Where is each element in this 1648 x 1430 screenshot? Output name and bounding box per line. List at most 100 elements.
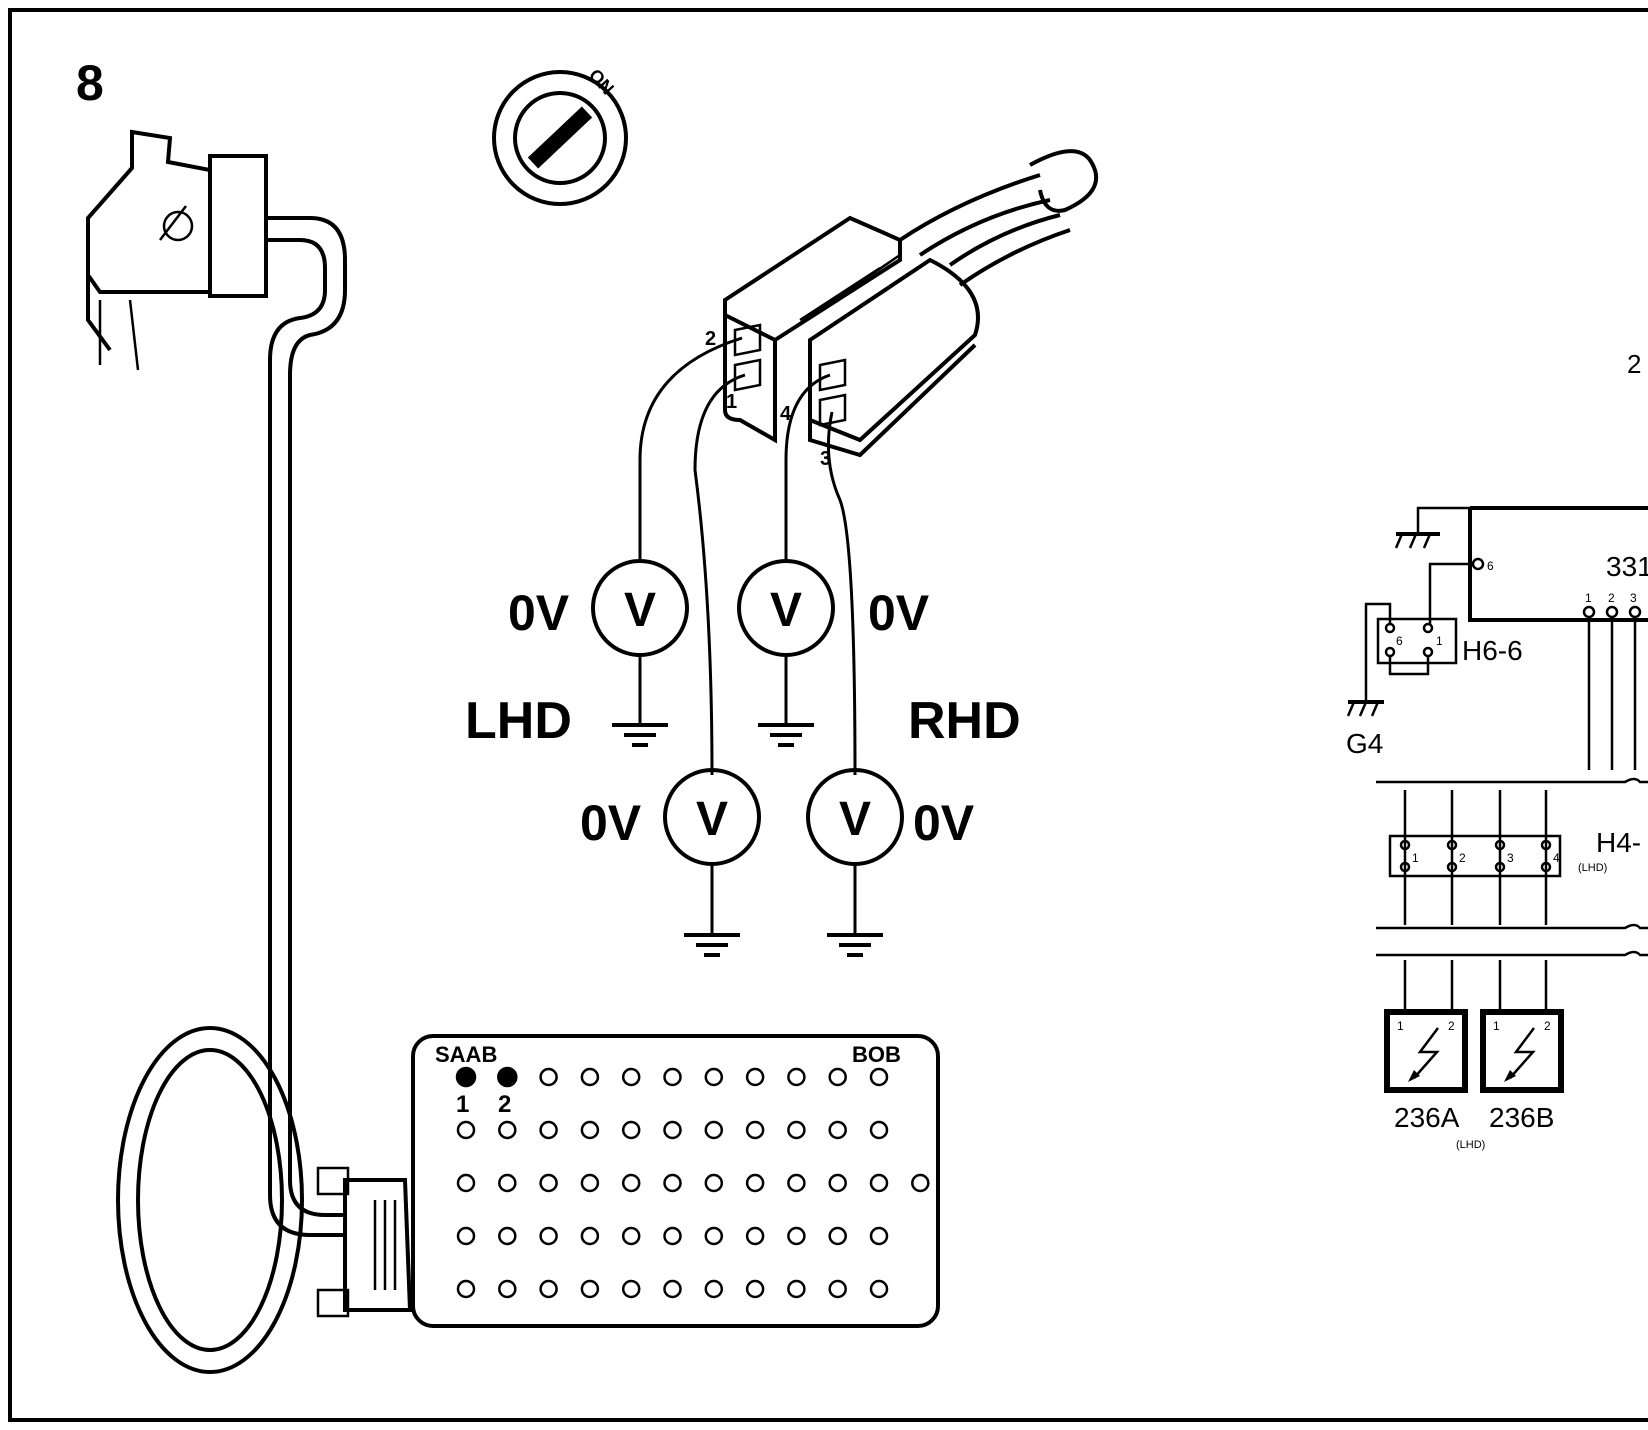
wiring-schematic: 2 331 6 1 2 3 6 1 H6-6 <box>1346 349 1648 1151</box>
test-cable-connector <box>86 129 268 371</box>
bob-pin-hole <box>828 1279 847 1299</box>
probe-wire-pin2 <box>638 336 743 560</box>
bob-pin-1-label: 1 <box>456 1091 469 1118</box>
bob-pin-hole <box>869 1067 889 1087</box>
schematic-ref-2x: 2 <box>1627 349 1641 379</box>
bob-pin-hole <box>745 1279 765 1299</box>
bob-pin-hole <box>539 1067 558 1087</box>
ignition-on-label: ON <box>585 65 618 98</box>
voltmeter-symbol: V <box>696 793 728 846</box>
h4-pin-4-label: 4 <box>1553 851 1560 865</box>
bob-pin-hole <box>869 1279 889 1299</box>
pin-2-label: 2 <box>705 328 716 350</box>
voltmeter-pin1: V <box>663 768 761 957</box>
bob-pin-hole <box>704 1120 724 1140</box>
bob-name-label: BOB <box>852 1042 901 1067</box>
bob-pin-2-label: 2 <box>498 1091 511 1118</box>
voltmeter-symbol: V <box>624 584 656 637</box>
module-a-label: 236A <box>1394 1102 1460 1133</box>
breakout-box: SAAB BOB 1 2 <box>411 1034 940 1328</box>
bob-pin-hole <box>704 1067 724 1087</box>
bob-pin-hole <box>621 1279 641 1299</box>
ground-g4-label: G4 <box>1346 728 1383 759</box>
probe-wire-pin4 <box>784 373 831 560</box>
ignition-switch-icon: ON <box>492 65 628 206</box>
reading-pin4: 0V <box>868 585 930 641</box>
bob-pin-hole <box>663 1120 682 1140</box>
bob-pin-hole <box>498 1173 517 1193</box>
ecu-pin-3-label: 3 <box>1630 591 1637 605</box>
bob-pin-hole <box>539 1173 558 1193</box>
h66-pin-1-label: 1 <box>1436 634 1443 648</box>
module-a-pin-2-label: 2 <box>1448 1019 1455 1033</box>
bob-pin-hole <box>663 1279 682 1299</box>
bob-pin-hole <box>828 1120 847 1140</box>
bob-pin-hole <box>497 1066 518 1088</box>
bob-pin-hole <box>498 1226 517 1246</box>
bob-pin-hole <box>456 1226 476 1246</box>
bob-pin-hole <box>456 1173 476 1193</box>
bob-pin-hole <box>745 1226 765 1246</box>
pin-4-label: 4 <box>780 403 792 425</box>
bob-pin-hole <box>580 1067 600 1087</box>
bob-pin-hole <box>704 1226 724 1246</box>
reading-pin3: 0V <box>913 795 975 851</box>
bob-pin-hole <box>869 1120 889 1140</box>
module-b-pin-1-label: 1 <box>1493 1019 1500 1033</box>
bob-pin-hole <box>621 1120 641 1140</box>
voltmeter-pin3: V <box>806 768 904 957</box>
probe-wire-pin1 <box>693 373 746 776</box>
connector-h66-label: H6-6 <box>1462 635 1523 666</box>
connector-h4-label: H4- <box>1596 827 1641 858</box>
ecu-331-box <box>1468 506 1648 622</box>
bob-pin-hole <box>828 1067 847 1087</box>
h4-pin-2-label: 2 <box>1459 851 1466 865</box>
reading-pin2: 0V <box>508 585 570 641</box>
voltmeter-symbol: V <box>770 584 802 637</box>
ecu-pin-2-label: 2 <box>1608 591 1615 605</box>
bob-pin-hole <box>580 1226 600 1246</box>
rhd-label: RHD <box>908 692 1021 750</box>
ecu-pin-6-label: 6 <box>1487 559 1494 573</box>
connector-h4-note: (LHD) <box>1578 862 1607 874</box>
bob-pin-hole <box>787 1173 806 1193</box>
probe-wire-pin3 <box>826 411 857 776</box>
bob-pin-hole <box>539 1226 558 1246</box>
bob-pin-hole <box>663 1226 682 1246</box>
bob-brand-label: SAAB <box>435 1042 497 1067</box>
bob-pin-hole <box>455 1066 477 1088</box>
h4-pin-3-label: 3 <box>1507 851 1514 865</box>
step-number: 8 <box>76 55 104 111</box>
cable-loop <box>116 216 413 1374</box>
bob-pin-hole <box>787 1067 806 1087</box>
bob-pin-hole <box>456 1120 476 1140</box>
connector-h66 <box>1376 617 1458 665</box>
bob-pin-holes <box>455 1066 930 1299</box>
bob-pin-hole <box>745 1173 765 1193</box>
bob-pin-hole <box>787 1120 806 1140</box>
bob-pin-hole <box>745 1120 765 1140</box>
bob-pin-hole <box>539 1120 558 1140</box>
bob-pin-hole <box>663 1067 682 1087</box>
module-236b: 1 2 <box>1480 1009 1564 1093</box>
bob-pin-hole <box>621 1226 641 1246</box>
bob-pin-hole <box>911 1173 930 1193</box>
reading-pin1: 0V <box>580 795 642 851</box>
bob-pin-hole <box>580 1279 600 1299</box>
bob-pin-hole <box>621 1067 641 1087</box>
module-a-pin-1-label: 1 <box>1397 1019 1404 1033</box>
bob-pin-hole <box>539 1279 558 1299</box>
h4-pin-1-label: 1 <box>1412 851 1419 865</box>
module-b-pin-2-label: 2 <box>1544 1019 1551 1033</box>
module-a-note: (LHD) <box>1456 1139 1485 1151</box>
bob-pin-hole <box>869 1173 889 1193</box>
bob-pin-hole <box>704 1173 724 1193</box>
bob-pin-hole <box>498 1120 517 1140</box>
harness-connector: 2 1 4 3 <box>705 149 1099 470</box>
voltmeter-pin4: V <box>737 559 835 747</box>
frame <box>8 8 1648 1422</box>
bob-pin-hole <box>787 1279 806 1299</box>
bob-pin-hole <box>663 1173 682 1193</box>
